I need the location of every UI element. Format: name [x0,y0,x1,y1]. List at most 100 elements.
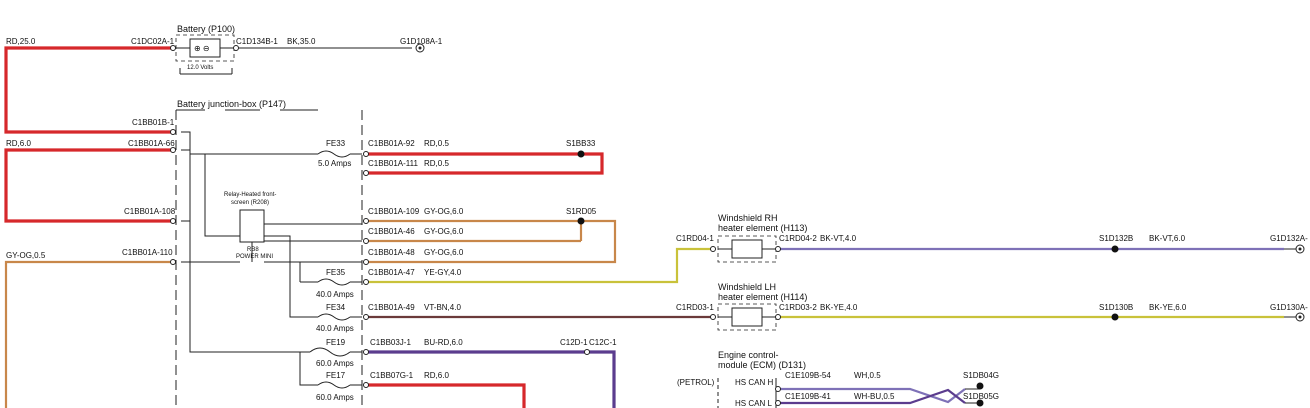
label-c1rd04-2: C1RD04-2 [779,234,817,243]
label-s1bb33: S1BB33 [566,139,596,148]
label-c109-wire: GY-OG,6.0 [424,207,464,216]
label-c48-wire: GY-OG,6.0 [424,248,464,257]
fuses [309,150,351,389]
pin-c1bb01b-1[interactable] [170,129,176,135]
relay-type-1: RB8 [247,247,259,253]
label-c1bb03j-wire: BU-RD,6.0 [424,338,463,347]
wire-gyog6-109[interactable] [366,219,617,264]
label-c1e109b-41: C1E109B-41 [785,392,831,401]
pin-c1e109b-54[interactable] [775,386,781,392]
fe17-label: FE17 [326,371,346,380]
pin-c46[interactable] [363,238,369,244]
splice-s1rd05[interactable] [577,217,585,225]
relay-label-2: screen (R208) [231,200,269,206]
pin-c111[interactable] [363,170,369,176]
pin-c92[interactable] [363,151,369,157]
label-c1dc02a: C1DC02A-1 [131,37,175,46]
fe35-label: FE35 [326,268,346,277]
label-bkvt6: BK-VT,6.0 [1149,234,1186,243]
pin-c1rd04-1[interactable] [710,246,716,252]
relay-label-1: Relay-Heated front- [224,192,276,198]
pin-c1rd03-1[interactable] [710,314,716,320]
splice-s1bb33[interactable] [577,150,585,158]
label-c111-wire: RD,0.5 [424,159,449,168]
pin-c1bb07g[interactable] [363,382,369,388]
splice-s1db05g[interactable] [976,399,984,407]
label-c1bb01a-66: C1BB01A-66 [128,139,175,148]
pin-c1e109b-41[interactable] [775,400,781,406]
label-bkvt4: BK-VT,4.0 [820,234,857,243]
splice-s1db04g[interactable] [976,382,984,390]
wire-rd05-loop[interactable] [366,152,604,175]
pin-c1d134b[interactable] [233,45,239,51]
battery-voltage: 12.0 Volts [187,65,213,71]
pin-c12d[interactable] [584,349,590,355]
label-c47: C1BB01A-47 [368,268,415,277]
wire-gyog05[interactable] [4,260,173,408]
label-c1bb01a-110: C1BB01A-110 [122,248,173,257]
fe35-amps: 40.0 Amps [316,290,354,299]
pin-c1bb01a-110[interactable] [170,259,176,265]
label-gyog05: GY-OG,0.5 [6,251,46,260]
junction-box-title: Battery junction-box (P147) [177,99,286,109]
splice-s1d132b[interactable] [1111,245,1119,253]
wire-burd6[interactable] [366,350,616,408]
connectors [170,43,1305,407]
pin-c1rd04-2[interactable] [775,246,781,252]
relay-type-2: POWER MINI [236,254,273,260]
wire-rd6[interactable] [4,148,173,223]
label-c49-wire: VT-BN,4.0 [424,303,461,312]
label-s1d130b: S1D130B [1099,303,1133,312]
label-rd25: RD,25.0 [6,37,36,46]
label-bkye6: BK-YE,6.0 [1149,303,1187,312]
label-wh05: WH,0.5 [854,371,881,380]
label-c1bb07g: C1BB07G-1 [370,371,414,380]
label-c12d: C12D-1 [560,338,588,347]
label-bkye4: BK-YE,4.0 [820,303,858,312]
label-bk35: BK,35.0 [287,37,316,46]
ecm-can-l: HS CAN L [735,399,772,408]
pin-c1bb01a-66[interactable] [170,147,176,153]
label-c109: C1BB01A-109 [368,207,420,216]
label-c1bb01b-1: C1BB01B-1 [132,118,175,127]
label-c47-wire: YE-GY,4.0 [424,268,462,277]
thin-wires [175,34,1296,408]
relay-symbol[interactable] [239,209,265,243]
fe19-label: FE19 [326,338,346,347]
rh-heater-symbol[interactable] [731,239,763,259]
battery-plus-minus: ⊕ ⊖ [194,44,210,53]
pin-c48[interactable] [363,259,369,265]
fuse-fe19-symbol[interactable] [309,347,351,357]
lh-heater-title-2: heater element (H114) [718,292,807,302]
pin-c1bb03j[interactable] [363,349,369,355]
fuse-fe34-symbol[interactable] [317,313,351,321]
lh-heater-symbol[interactable] [731,307,763,327]
battery-title: Battery (P100) [177,24,235,34]
pin-c47[interactable] [363,279,369,285]
ecm-variant: (PETROL) [677,378,715,387]
label-c1bb01a-108: C1BB01A-108 [124,207,176,216]
label-c1rd04-1: C1RD04-1 [676,234,714,243]
label-c1e109b-54: C1E109B-54 [785,371,831,380]
pin-c109[interactable] [363,218,369,224]
wire-can-l[interactable] [778,388,966,405]
pin-c1bb01a-108[interactable] [170,218,176,224]
label-c1rd03-2: C1RD03-2 [779,303,817,312]
wire-rd25[interactable] [4,46,173,134]
splice-s1d130b[interactable] [1111,313,1119,321]
pin-c1dc02a[interactable] [170,45,176,51]
ecm-can-h: HS CAN H [735,378,773,387]
fuse-fe17-symbol[interactable] [317,381,351,389]
label-g1d132a: G1D132A- [1270,234,1308,243]
rh-heater-title-2: heater element (H113) [718,223,807,233]
pin-c1rd03-2[interactable] [775,314,781,320]
pin-c49[interactable] [363,314,369,320]
wire-yegy4[interactable] [366,247,713,284]
fuse-fe33-symbol[interactable] [317,150,351,158]
fuse-fe35-symbol[interactable] [317,278,351,286]
label-c1d134b: C1D134B-1 [236,37,278,46]
label-c1bb03j: C1BB03J-1 [370,338,411,347]
ecm-title-1: Engine control- [718,350,779,360]
lh-heater-title-1: Windshield LH [718,282,776,292]
wire-rd6-lower[interactable] [366,383,526,408]
